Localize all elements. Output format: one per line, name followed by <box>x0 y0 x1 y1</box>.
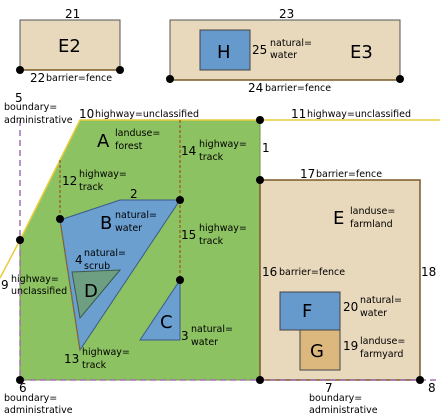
way-1-number: 1 <box>262 141 270 155</box>
way-13-number: 13 <box>64 352 79 366</box>
area-b-label: B <box>100 213 112 234</box>
area-e-tag-line1: landuse= <box>350 206 395 217</box>
area-e2 <box>19 19 121 71</box>
way-8-number: 8 <box>428 381 436 395</box>
node <box>56 215 64 223</box>
area-e2-label: E2 <box>58 36 81 57</box>
node <box>176 276 184 284</box>
way-12-tag-line1: highway= <box>79 169 127 180</box>
way-14-tag-line1: highway= <box>199 139 247 150</box>
way-10-tag: highway=unclassified <box>95 109 199 120</box>
area-c <box>139 278 181 341</box>
way-11-tag: highway=unclassified <box>307 109 411 120</box>
area-e-tag-line2: farmland <box>350 219 393 230</box>
track-way-13 <box>59 219 81 351</box>
node <box>396 75 404 83</box>
way-7-number: 7 <box>325 381 333 395</box>
area-g <box>299 329 341 371</box>
way-13-tag-line2: track <box>82 360 107 371</box>
way-3-tag-line2: water <box>191 337 218 348</box>
way-19-number: 19 <box>343 339 358 353</box>
way-4-number: 4 <box>75 253 83 267</box>
way-16-tag: barrier=fence <box>279 267 345 278</box>
node <box>416 376 424 384</box>
area-a-tag-line2: forest <box>115 141 143 152</box>
area-f-label: F <box>302 301 312 322</box>
node <box>256 376 264 384</box>
way-3-tag-line1: natural= <box>191 324 233 335</box>
way-7-tag-line2: administrative <box>309 405 378 416</box>
way-10-number: 10 <box>79 107 94 121</box>
way-19-tag-line1: landuse= <box>360 336 405 347</box>
area-e3-edge-number: 23 <box>279 7 294 21</box>
node <box>176 196 184 204</box>
way-14-tag-line2: track <box>199 152 224 163</box>
way-24-tag: barrier=fence <box>265 83 331 94</box>
way-2-number: 2 <box>130 187 138 201</box>
way-22-number: 22 <box>30 71 45 85</box>
area-h <box>199 29 251 71</box>
way-14-number: 14 <box>181 144 196 158</box>
area-e-label: E <box>333 208 344 229</box>
way-12-number: 12 <box>62 174 77 188</box>
way-15-tag-line2: track <box>199 236 224 247</box>
way-13-tag-line1: highway= <box>82 347 130 358</box>
way-22-tag: barrier=fence <box>46 73 112 84</box>
way-15-number: 15 <box>181 228 196 242</box>
way-7-tag-line1: boundary= <box>309 393 362 404</box>
area-c-label: C <box>160 312 173 333</box>
way-12-tag-line2: track <box>79 182 104 193</box>
way-11-number: 11 <box>291 107 306 121</box>
way-18-number: 18 <box>421 265 436 279</box>
way-4-tag-line1: natural= <box>84 248 126 259</box>
node <box>166 75 174 83</box>
area-b-tag-line2: water <box>115 223 142 234</box>
way-17-number: 17 <box>300 167 315 181</box>
node <box>116 66 124 74</box>
way-6-tag-line1: boundary= <box>4 393 57 404</box>
node <box>16 66 24 74</box>
area-h-tag-line1: natural= <box>270 38 312 49</box>
area-d <box>71 269 122 320</box>
way-9-tag-line1: highway= <box>11 274 59 285</box>
area-e2-edge-number: 21 <box>65 7 80 21</box>
way-16-number: 16 <box>262 265 277 279</box>
way-3-number: 3 <box>181 329 189 343</box>
area-g-label: G <box>310 341 324 362</box>
way-20-tag-line2: water <box>360 308 387 319</box>
way-9-tag-line2: unclassified <box>11 286 67 297</box>
way-20-number: 20 <box>343 300 358 314</box>
way-24-number: 24 <box>248 81 263 95</box>
area-f <box>279 291 341 331</box>
area-b-tag-line1: natural= <box>115 210 157 221</box>
way-17-tag: barrier=fence <box>316 169 382 180</box>
way-19-tag-line2: farmyard <box>360 349 403 360</box>
way-5-tag-line1: boundary= <box>4 102 57 113</box>
area-a-label: A <box>97 131 110 152</box>
node <box>16 376 24 384</box>
area-e3-label: E3 <box>350 42 373 63</box>
way-6-tag-line2: administrative <box>4 405 73 416</box>
area-a-tag-line1: landuse= <box>115 128 160 139</box>
way-15-tag-line1: highway= <box>199 223 247 234</box>
way-6-number: 6 <box>19 381 27 395</box>
node <box>16 236 24 244</box>
way-20-tag-line1: natural= <box>360 295 402 306</box>
highway-way-9-10 <box>0 119 260 279</box>
way-5-number: 5 <box>15 91 23 105</box>
area-d-label: D <box>84 281 98 302</box>
area-h-tag-line2: water <box>270 50 297 61</box>
way-4-tag-line2: scrub <box>84 261 110 272</box>
node <box>256 116 264 124</box>
way-9-number: 9 <box>1 278 9 292</box>
area-h-edge-number: 25 <box>252 43 267 57</box>
way-5-tag-line2: administrative <box>4 115 73 126</box>
area-h-label: H <box>217 42 231 63</box>
node <box>256 176 264 184</box>
